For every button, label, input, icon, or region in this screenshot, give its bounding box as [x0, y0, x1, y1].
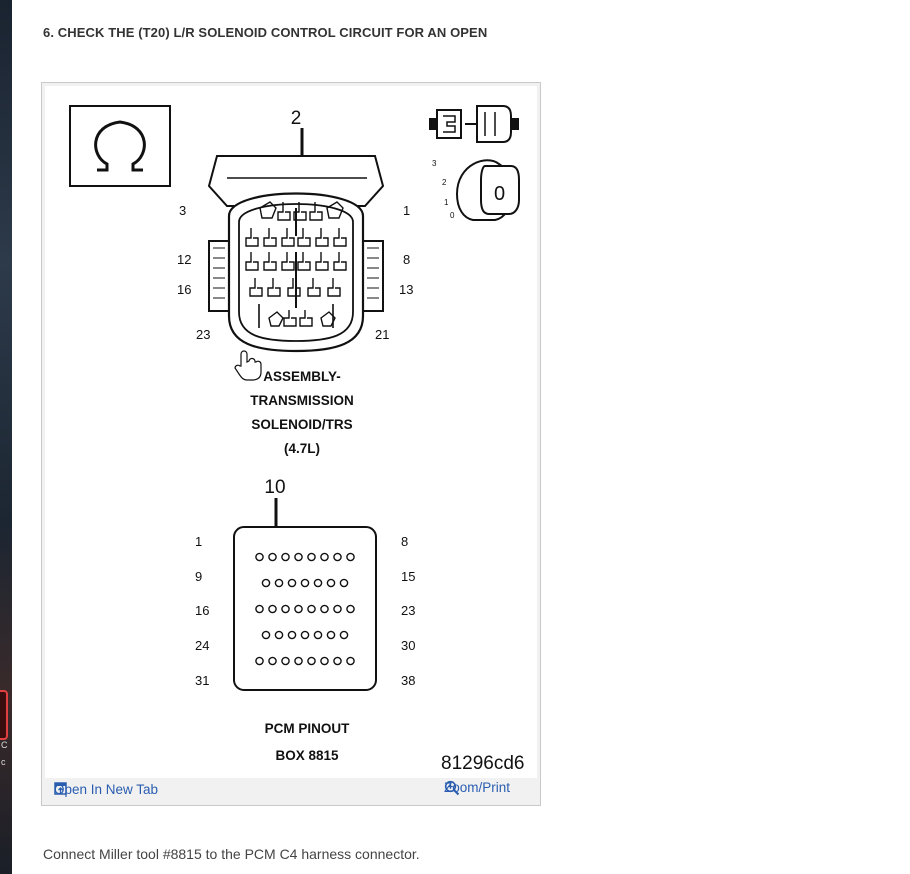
pcm-pin: [281, 656, 290, 666]
wiring-figure: 2: [41, 82, 541, 806]
pcm-pin: [281, 552, 290, 562]
background-app-icon: [0, 690, 8, 740]
bottom-row-label-right: 23: [401, 603, 415, 618]
bottom-row-label-right: 8: [401, 534, 408, 549]
pcm-pin: [261, 630, 271, 640]
hand-cursor-icon: [234, 350, 262, 381]
pcm-pin: [287, 630, 297, 640]
pcm-pinout-box: [233, 526, 377, 691]
svg-text:2: 2: [442, 178, 447, 187]
top-pin-label-left: 3: [179, 203, 186, 218]
pcm-pin: [294, 552, 303, 562]
pcm-pin: [313, 630, 323, 640]
pcm-pin: [333, 604, 342, 614]
ohmmeter-icon: [69, 105, 171, 187]
pcm-pin: [255, 656, 264, 666]
pcm-pin: [339, 578, 349, 588]
background-fragment: C: [1, 740, 8, 750]
svg-text:0: 0: [450, 211, 455, 220]
bottom-row-label-left: 24: [195, 638, 209, 653]
pcm-pin: [255, 552, 264, 562]
background-window-edge: C c: [0, 0, 12, 874]
pcm-pin: [268, 552, 277, 562]
open-new-tab-icon: [54, 782, 67, 795]
top-pointer-label: 2: [291, 108, 302, 129]
top-pin-label-right: 21: [375, 327, 389, 342]
pcm-pin: [320, 552, 329, 562]
bottom-row-label-right: 30: [401, 638, 415, 653]
instruction-text: Connect Miller tool #8815 to the PCM C4 …: [43, 846, 420, 862]
pcm-pin: [320, 656, 329, 666]
step-title: 6. CHECK THE (T20) L/R SOLENOID CONTROL …: [43, 25, 488, 40]
bottom-row-label-left: 1: [195, 534, 202, 549]
pcm-pin: [307, 604, 316, 614]
transmission-solenoid-connector: [207, 155, 385, 353]
pcm-pin-grid: [255, 552, 355, 666]
open-new-tab-label: Open In New Tab: [54, 782, 159, 797]
pcm-pin: [268, 656, 277, 666]
pcm-pin: [307, 656, 316, 666]
zoom-print-link[interactable]: Zoom/Print: [444, 780, 511, 796]
pcm-pin: [339, 630, 349, 640]
top-pin-label-right: 13: [399, 282, 413, 297]
pcm-pin: [294, 656, 303, 666]
pcm-pin: [281, 604, 290, 614]
pcm-pin: [346, 552, 355, 562]
bottom-caption-line: BOX 8815: [275, 748, 339, 763]
top-pin-label-right: 8: [403, 252, 410, 267]
svg-text:1: 1: [444, 198, 449, 207]
pcm-pin: [346, 656, 355, 666]
bottom-caption-line: PCM PINOUT: [265, 721, 351, 736]
pcm-pin: [300, 578, 310, 588]
ignition-key-off-icon: 3 2 1 0 0: [432, 159, 520, 221]
bottom-row-label-right: 38: [401, 673, 415, 688]
bottom-row-label-left: 31: [195, 673, 209, 688]
figure-id: 81296cd6: [441, 753, 524, 774]
ignition-key-label: 0: [494, 183, 505, 205]
pcm-pin: [346, 604, 355, 614]
top-caption-line: TRANSMISSION: [250, 393, 354, 408]
pcm-pin: [333, 656, 342, 666]
figure-image: 2: [45, 86, 537, 778]
svg-text:3: 3: [432, 159, 437, 168]
top-pin-label-left: 23: [196, 327, 210, 342]
pcm-pin: [274, 630, 284, 640]
zoom-in-icon: [444, 780, 460, 796]
pcm-pin: [261, 578, 271, 588]
pcm-pin: [326, 630, 336, 640]
pcm-pin: [326, 578, 336, 588]
pcm-pin: [287, 578, 297, 588]
bottom-row-label-right: 15: [401, 569, 415, 584]
pcm-pin: [255, 604, 264, 614]
pcm-pin: [268, 604, 277, 614]
top-caption-line: (4.7L): [284, 441, 320, 456]
disconnected-connector-icon: [429, 105, 519, 143]
background-fragment: c: [1, 757, 6, 767]
pcm-pin: [294, 604, 303, 614]
bottom-row-label-left: 16: [195, 603, 209, 618]
bottom-pointer-label: 10: [264, 477, 285, 498]
pcm-pin: [333, 552, 342, 562]
zoom-print-label: Zoom/Print: [444, 780, 511, 795]
top-caption-line: SOLENOID/TRS: [251, 417, 352, 432]
top-pin-label-left: 12: [177, 252, 191, 267]
pcm-pin: [307, 552, 316, 562]
bottom-row-label-left: 9: [195, 569, 202, 584]
pcm-pin: [313, 578, 323, 588]
top-caption-line: ASSEMBLY-: [263, 369, 341, 384]
top-pin-label-left: 16: [177, 282, 191, 297]
open-new-tab-link[interactable]: Open In New Tab: [54, 782, 158, 797]
top-pin-label-right: 1: [403, 203, 410, 218]
pcm-pin: [274, 578, 284, 588]
pcm-pin: [320, 604, 329, 614]
connector-diagram: 2: [69, 105, 524, 774]
pcm-pin: [300, 630, 310, 640]
